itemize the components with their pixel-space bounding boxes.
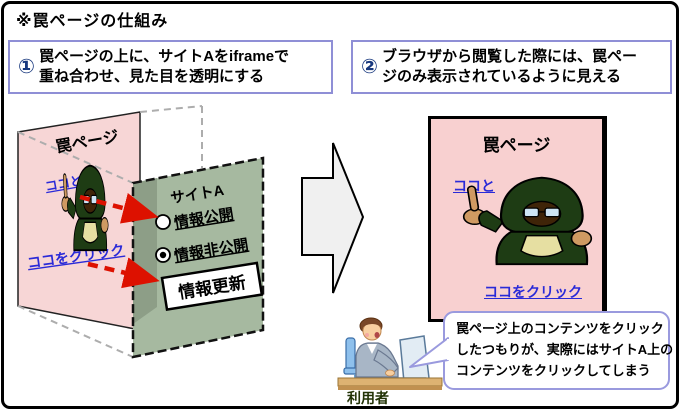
arrow-link-to-radio bbox=[79, 193, 159, 224]
update-button[interactable]: 情報更新 bbox=[160, 261, 264, 312]
arrow-link-to-button bbox=[87, 257, 160, 289]
transition-arrow-icon bbox=[301, 142, 365, 294]
trap-page-browser-view: 罠ページ ココと ココをクリック bbox=[428, 116, 607, 322]
bubble-line1: 罠ページ上のコンテンツをクリック bbox=[456, 321, 664, 336]
step-1-line2: 重ね合わせ、見た目を透明にする bbox=[38, 68, 265, 85]
user-at-laptop-illustration bbox=[337, 317, 443, 390]
right-trap-page-title: 罠ページ bbox=[482, 136, 551, 155]
site-a-panel-shadow bbox=[133, 178, 157, 324]
step-1-number-icon: ① bbox=[18, 56, 35, 78]
user-label: 利用者 bbox=[347, 390, 389, 406]
perspective-guide-lines bbox=[17, 105, 203, 358]
bubble-line3: コンテンツをクリックしてしまう bbox=[456, 362, 651, 378]
attacker-illustration-large bbox=[462, 176, 593, 266]
step-1-text: 罠ページの上に、サイトAをiframeで 重ね合わせ、見た目を透明にする bbox=[39, 47, 289, 87]
radio-private-dot bbox=[159, 251, 167, 259]
page-title: ※罠ページの仕組み bbox=[16, 13, 169, 30]
step-2-callout: ② ブラウザから閲覧した際には、罠ペー ジのみ表示されているように見える bbox=[351, 40, 672, 94]
desk bbox=[337, 377, 443, 387]
step-1-line1: 罠ページの上に、サイトAをiframeで bbox=[38, 48, 290, 66]
right-link-click[interactable]: ココをクリック bbox=[484, 284, 582, 300]
user-speech-bubble: 罠ページ上のコンテンツをクリック したつもりが、実際にはサイトA上の コンテンツ… bbox=[443, 311, 674, 390]
step-2-number-icon: ② bbox=[361, 56, 378, 78]
step-2-line2: ジのみ表示されているように見える bbox=[381, 68, 622, 85]
step-2-text: ブラウザから閲覧した際には、罠ペー ジのみ表示されているように見える bbox=[382, 47, 637, 87]
layered-pages-3d-diagram: 罠ページ ココと ココをクリック サイトA 情報公開 情報非公開 情報更新 bbox=[17, 105, 265, 359]
bubble-line2: したつもりが、実際にはサイトA上の bbox=[456, 341, 674, 357]
chair bbox=[345, 337, 356, 371]
step-2-line1: ブラウザから閲覧した際には、罠ペー bbox=[381, 48, 637, 66]
clickthrough-arrows bbox=[79, 193, 160, 289]
speech-bubble-tail bbox=[409, 337, 450, 368]
radio-public-unselected[interactable] bbox=[155, 214, 171, 230]
step-1-callout: ① 罠ページの上に、サイトAをiframeで 重ね合わせ、見た目を透明にする bbox=[8, 40, 333, 94]
site-a-panel-border bbox=[131, 156, 265, 359]
right-link-here[interactable]: ココと bbox=[453, 178, 495, 194]
